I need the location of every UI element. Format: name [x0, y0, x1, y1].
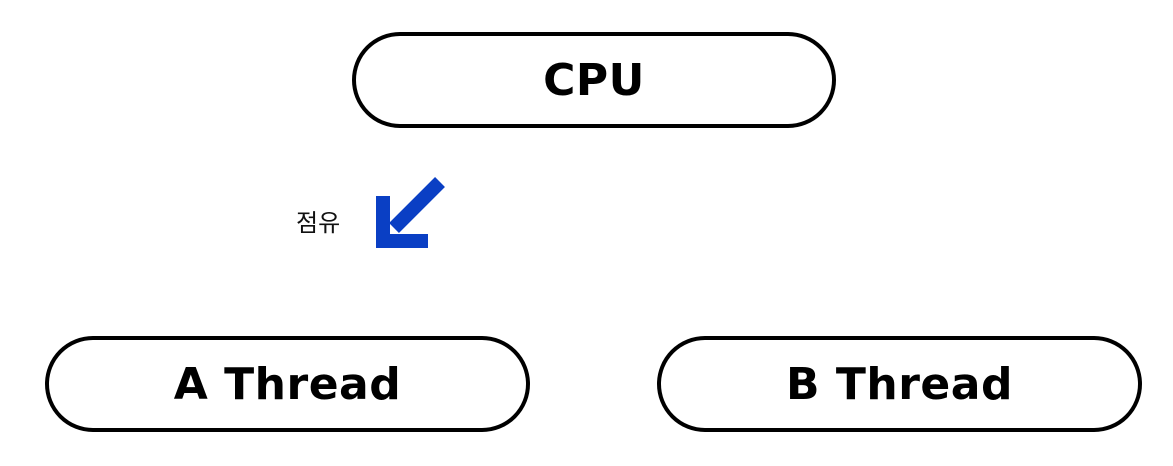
occupy-edge-label: 점유 [296, 209, 341, 237]
thread-a-node: A Thread [45, 336, 530, 432]
occupy-arrow-head [376, 196, 428, 248]
cpu-node: CPU [352, 32, 836, 128]
thread-b-node-label: B Thread [786, 358, 1013, 410]
thread-a-node-label: A Thread [173, 358, 402, 410]
cpu-node-label: CPU [543, 54, 645, 106]
thread-b-node: B Thread [657, 336, 1142, 432]
occupy-arrow-shaft [389, 177, 445, 233]
occupy-arrow-icon [376, 177, 445, 248]
